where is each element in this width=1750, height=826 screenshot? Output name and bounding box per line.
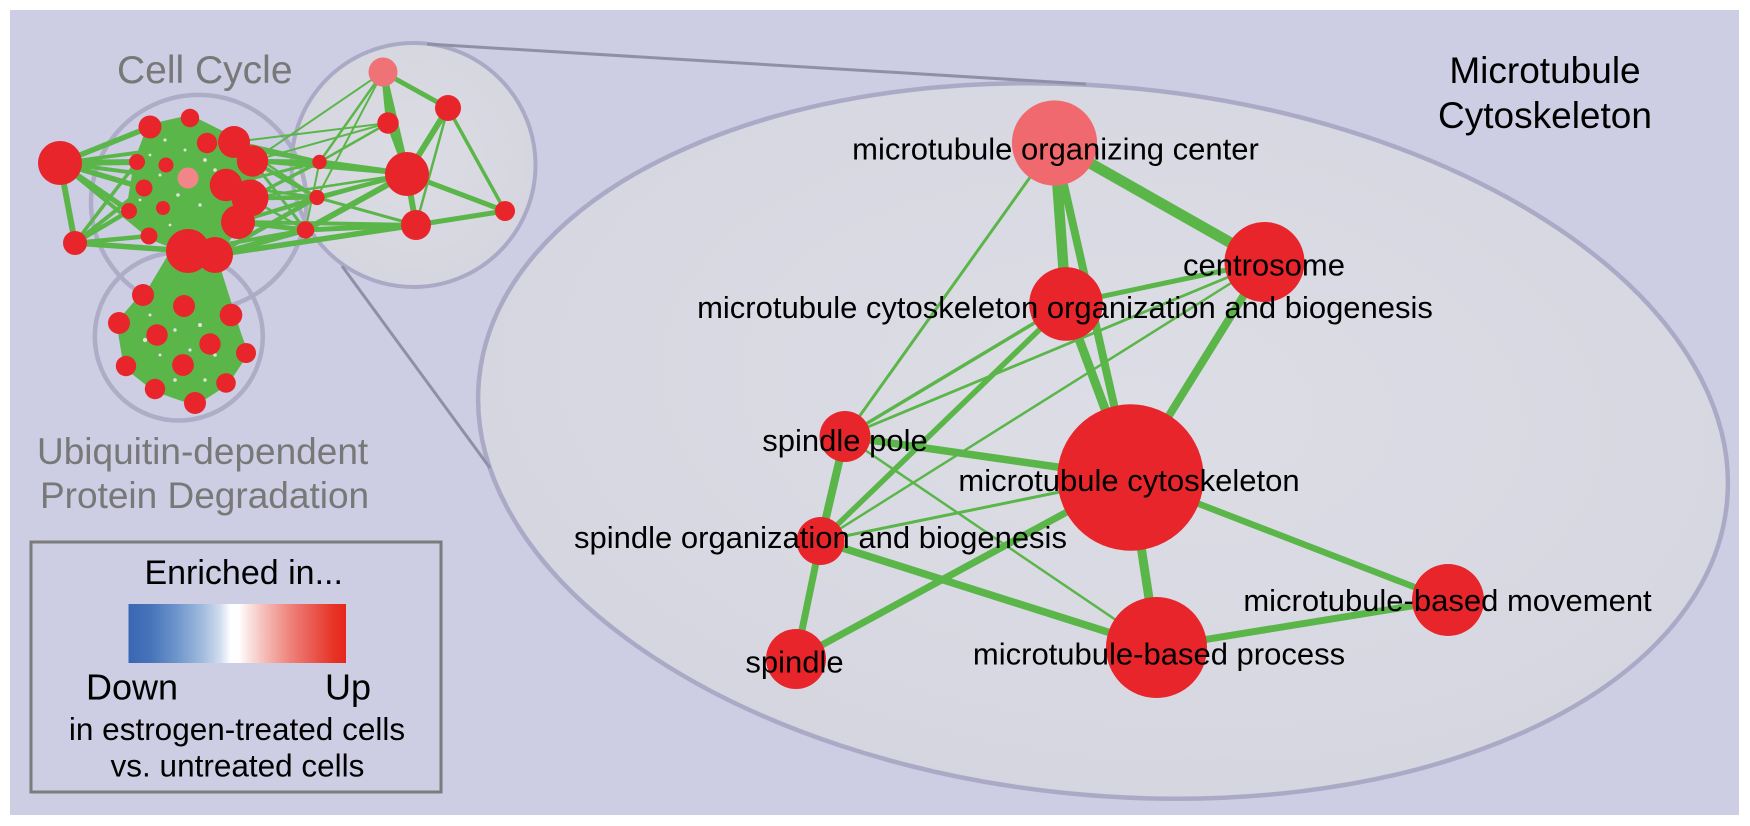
svg-text:Up: Up bbox=[325, 667, 371, 708]
svg-text:Protein Degradation: Protein Degradation bbox=[40, 475, 369, 516]
svg-text:in estrogen-treated cells: in estrogen-treated cells bbox=[69, 711, 405, 747]
svg-text:microtubule cytoskeleton organ: microtubule cytoskeleton organization an… bbox=[697, 290, 1433, 325]
svg-text:spindle: spindle bbox=[745, 645, 843, 680]
svg-text:Ubiquitin-dependent: Ubiquitin-dependent bbox=[37, 431, 369, 472]
svg-text:spindle pole: spindle pole bbox=[762, 423, 927, 458]
svg-text:microtubule cytoskeleton: microtubule cytoskeleton bbox=[958, 463, 1299, 498]
svg-text:spindle organization and bioge: spindle organization and biogenesis bbox=[574, 520, 1067, 555]
svg-text:microtubule-based process: microtubule-based process bbox=[973, 637, 1345, 672]
svg-text:Cytoskeleton: Cytoskeleton bbox=[1438, 95, 1652, 136]
svg-text:microtubule-based movement: microtubule-based movement bbox=[1243, 583, 1652, 618]
svg-text:vs. untreated cells: vs. untreated cells bbox=[111, 748, 365, 784]
svg-text:Enriched in...: Enriched in... bbox=[144, 554, 342, 592]
svg-text:Down: Down bbox=[86, 667, 178, 708]
svg-text:Microtubule: Microtubule bbox=[1449, 50, 1640, 91]
svg-text:microtubule organizing center: microtubule organizing center bbox=[852, 132, 1259, 167]
svg-text:Cell Cycle: Cell Cycle bbox=[117, 49, 293, 92]
svg-text:centrosome: centrosome bbox=[1183, 248, 1345, 283]
